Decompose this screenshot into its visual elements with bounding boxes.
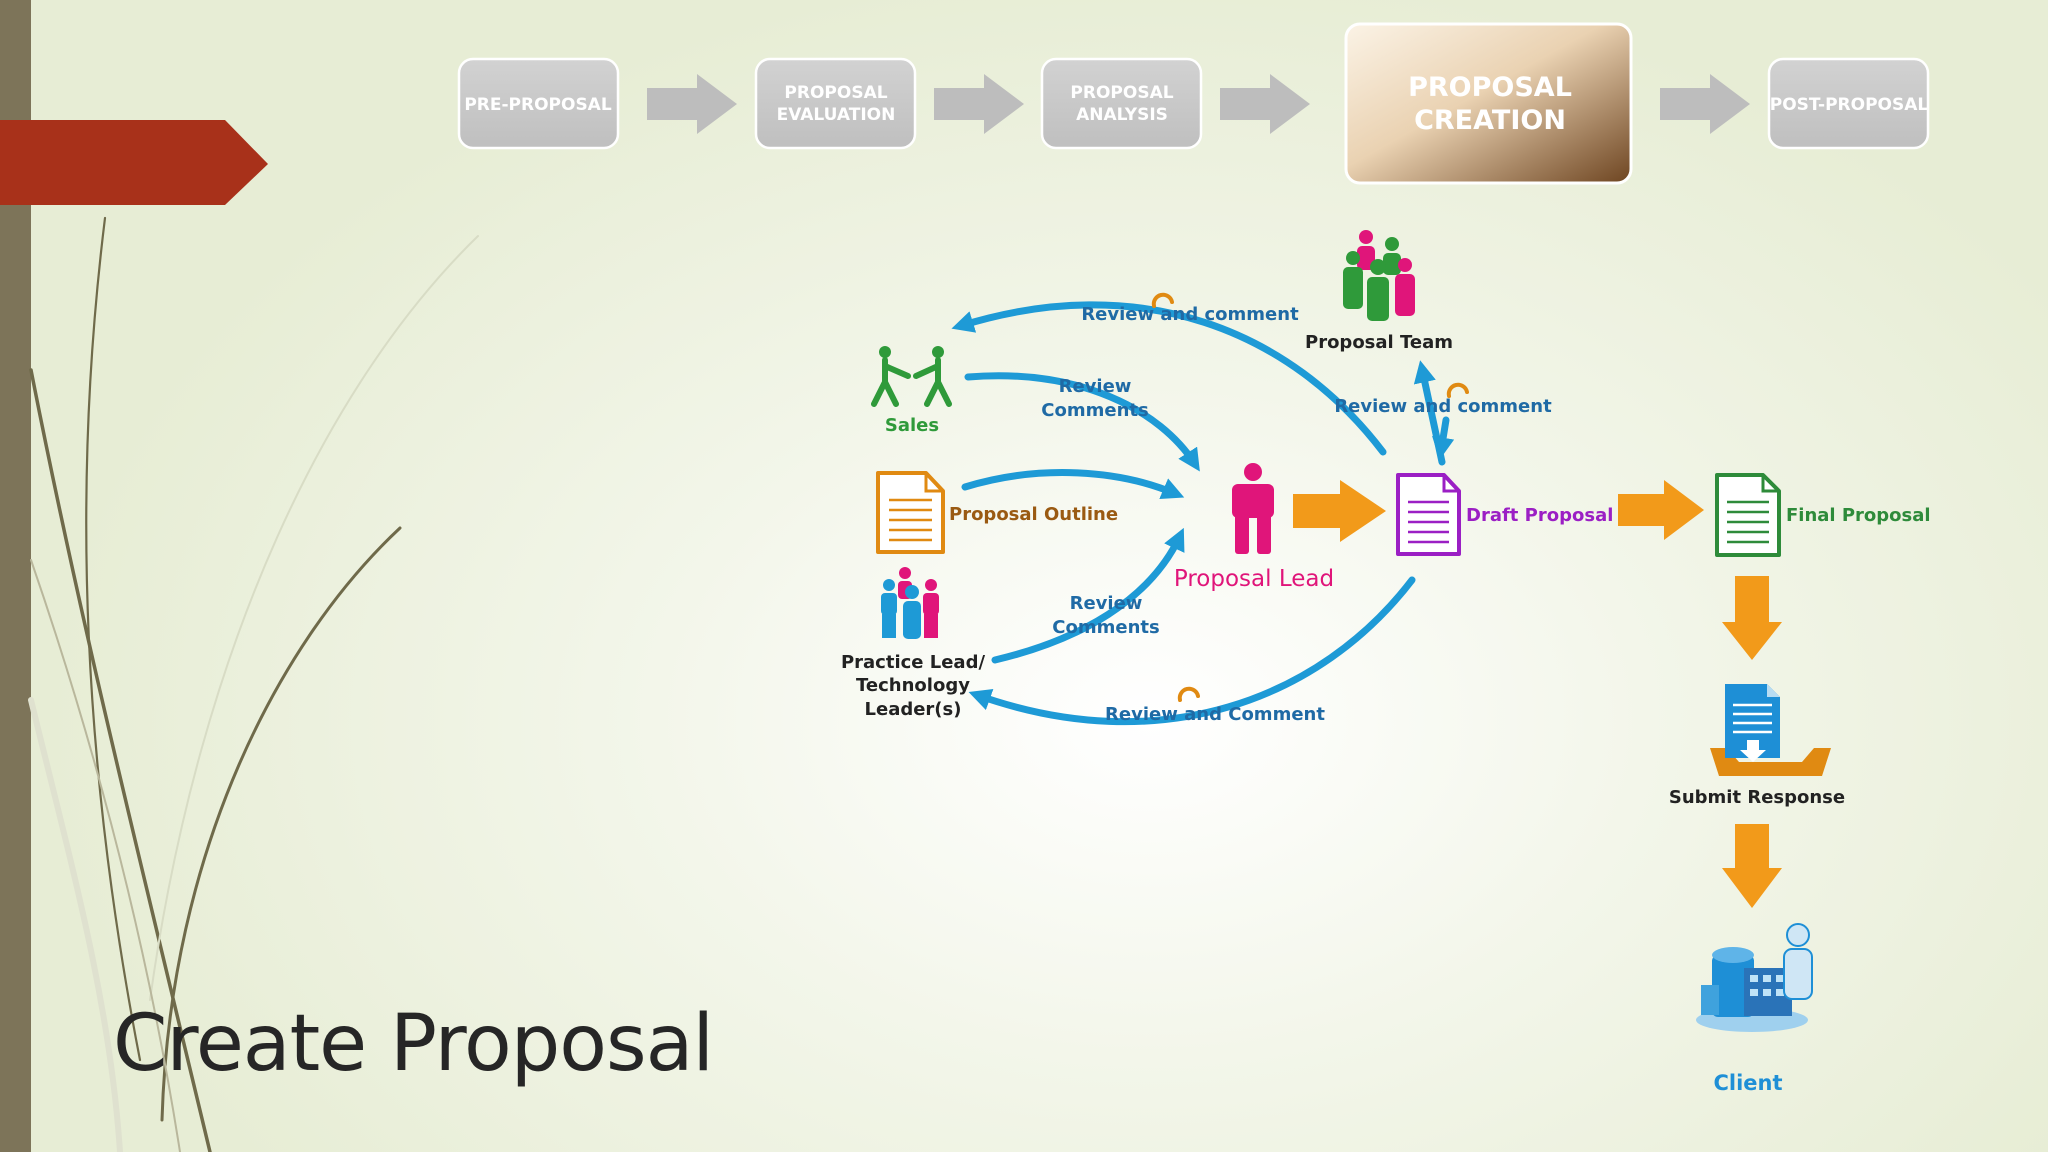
practice-lead-label-line-3: Leader(s) (865, 699, 962, 720)
step-post-proposal[interactable]: POST-PROPOSAL (1767, 57, 1930, 150)
flow-top-to-sales (951, 301, 1387, 456)
circular-arrow-icon (1151, 292, 1174, 308)
step-label: PRE-PROPOSAL (464, 95, 612, 115)
client-label: Client (1713, 1071, 1782, 1095)
grey-arrow-icon (934, 74, 1024, 134)
flow-bottom-to-practice (968, 576, 1416, 726)
flow-sales-to-lead (964, 372, 1200, 472)
progress-arrows (1293, 480, 1782, 908)
edge-label-practice-review-line-1: Review (1070, 593, 1143, 614)
inbox-download-icon (1710, 684, 1831, 776)
practice-lead-node: Practice Lead/ Technology Leader(s) (841, 567, 986, 720)
final-proposal-node: Final Proposal (1715, 473, 1931, 557)
decorative-background (0, 0, 479, 1152)
orange-arrow-draft-to-final (1618, 480, 1704, 540)
sales-node: Sales (871, 346, 952, 436)
step-label: POST-PROPOSAL (1770, 95, 1929, 115)
step-pre-proposal[interactable]: PRE-PROPOSAL (457, 57, 620, 150)
client-building-icon (1696, 923, 1813, 1032)
document-icon (1715, 473, 1781, 557)
proposal-lead-node: Proposal Lead (1174, 463, 1334, 592)
process-steps: PRE-PROPOSAL PROPOSAL EVALUATION PROPOSA… (457, 22, 1930, 185)
orange-arrow-lead-to-draft (1293, 480, 1386, 542)
proposal-outline-label: Proposal Outline (949, 504, 1118, 525)
team-icon (1343, 230, 1415, 321)
step-label-line-1: PROPOSAL (1070, 83, 1173, 103)
flow-team-to-draft (1432, 416, 1455, 460)
client-node: Client (1696, 923, 1813, 1095)
circular-arrow-icon (1177, 686, 1200, 702)
step-connectors (647, 74, 1750, 134)
submit-response-node: Submit Response (1669, 684, 1845, 808)
final-proposal-label: Final Proposal (1786, 505, 1931, 526)
revision-icons (1151, 292, 1469, 702)
step-label-line-1: PROPOSAL (784, 83, 887, 103)
step-box (1040, 57, 1203, 150)
group-icon (881, 567, 939, 639)
practice-lead-label-line-1: Practice Lead/ (841, 652, 986, 673)
edge-label-bottom-review: Review and Comment (1105, 704, 1325, 725)
step-proposal-evaluation[interactable]: PROPOSAL EVALUATION (754, 57, 917, 150)
two-people-icon (871, 346, 952, 407)
step-label-line-2: CREATION (1414, 105, 1566, 136)
red-tab-arrow (0, 120, 268, 205)
edge-label-sales-review-line-1: Review (1059, 376, 1132, 397)
proposal-team-node: Proposal Team (1305, 230, 1453, 353)
sales-label: Sales (885, 415, 939, 436)
step-box (457, 57, 620, 150)
proposal-team-label: Proposal Team (1305, 332, 1453, 353)
grey-arrow-icon (647, 74, 737, 134)
step-label-line-2: ANALYSIS (1076, 105, 1168, 125)
step-box (1767, 57, 1930, 150)
person-icon (1232, 463, 1274, 554)
orange-arrow-final-to-submit (1722, 576, 1782, 660)
edge-label-top-review: Review and comment (1081, 304, 1299, 325)
step-box (754, 57, 917, 150)
step-label-line-1: PROPOSAL (1408, 72, 1572, 103)
practice-lead-label-line-2: Technology (856, 675, 970, 696)
proposal-outline-node: Proposal Outline (876, 471, 1118, 554)
edge-label-practice-review-line-2: Comments (1052, 617, 1159, 638)
review-flows (951, 301, 1455, 726)
grass-lines (28, 216, 479, 1152)
document-icon (876, 471, 945, 554)
slide-title: Create Proposal (113, 999, 714, 1089)
grey-arrow-icon (1220, 74, 1310, 134)
step-proposal-analysis[interactable]: PROPOSAL ANALYSIS (1040, 57, 1203, 150)
orange-arrow-submit-to-client (1722, 824, 1782, 908)
document-icon (1396, 473, 1461, 556)
step-proposal-creation[interactable]: PROPOSAL CREATION (1344, 22, 1633, 185)
proposal-lead-label: Proposal Lead (1174, 566, 1334, 592)
flow-practice-to-lead (991, 527, 1185, 664)
step-label-line-2: EVALUATION (777, 105, 896, 125)
submit-response-label: Submit Response (1669, 787, 1845, 808)
flow-outline-to-lead (961, 469, 1185, 500)
edge-label-sales-review-line-2: Comments (1041, 400, 1148, 421)
step-box-active (1344, 22, 1633, 185)
circular-arrow-icon (1446, 382, 1469, 398)
draft-proposal-label: Draft Proposal (1466, 505, 1613, 526)
grey-arrow-icon (1660, 74, 1750, 134)
draft-proposal-node: Draft Proposal (1396, 473, 1613, 556)
edge-labels: Review and comment Review Comments Revie… (1041, 304, 1552, 725)
edge-label-team-review: Review and comment (1334, 396, 1552, 417)
